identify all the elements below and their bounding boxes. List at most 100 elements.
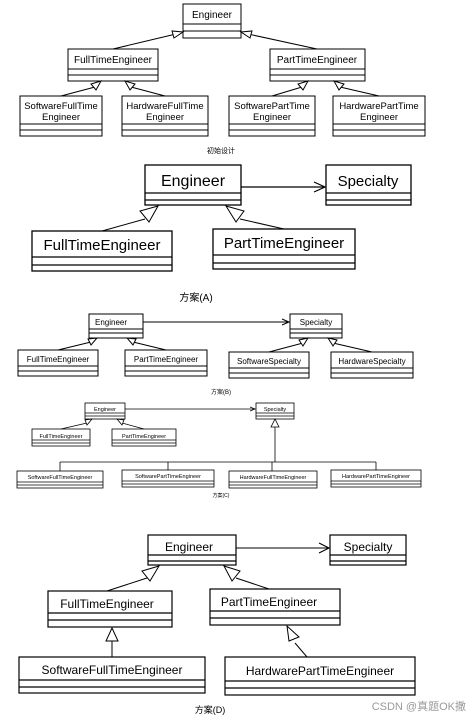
- diagram-caption: 初始设计: [207, 146, 235, 155]
- class-engineer: Engineer: [84, 402, 126, 420]
- class-name: HardwarePartTimeEngineer: [246, 664, 394, 678]
- class-specialty: Specialty: [329, 534, 407, 566]
- class-engineer: Engineer: [88, 313, 144, 339]
- diagram-caption: 方案(D): [195, 704, 226, 715]
- class-name: HardwareFullTimeEngineer: [240, 475, 307, 481]
- class-name-line1: HardwarePartTime: [339, 101, 418, 112]
- class-parttime-engineer: PartTimeEngineer: [269, 48, 366, 82]
- class-name: Engineer: [165, 540, 213, 554]
- class-hardware-specialty: HardwareSpecialty: [330, 351, 414, 379]
- association-arrowhead: [318, 542, 331, 554]
- class-specialty: Specialty: [255, 402, 295, 420]
- class-software-fulltime-engineer: SoftwareFullTimeEngineer: [18, 656, 206, 694]
- diagram-caption: 方案(A): [179, 291, 212, 304]
- class-name: Specialty: [300, 318, 332, 327]
- class-name: Engineer: [95, 318, 127, 327]
- class-name: SoftwarePartTimeEngineer: [135, 474, 201, 480]
- class-software-fulltime-engineer: SoftwareFullTime Engineer: [19, 95, 103, 137]
- generalization-arrowhead: [125, 337, 137, 346]
- class-name-line1: SoftwarePartTime: [234, 101, 310, 112]
- class-software-parttime-engineer: SoftwarePartTimeEngineer: [121, 469, 215, 488]
- generalization-arrowhead: [87, 337, 99, 346]
- generalization-arrowhead: [141, 565, 161, 582]
- class-specialty: Specialty: [325, 164, 412, 206]
- generalization-arrowhead: [224, 205, 245, 223]
- class-name-line1: SoftwareFullTime: [24, 101, 98, 112]
- class-fulltime-engineer: FullTimeEngineer: [31, 230, 173, 272]
- class-name: FullTimeEngineer: [44, 237, 161, 254]
- class-fulltime-engineer: FullTimeEngineer: [67, 48, 159, 82]
- association-arrowhead: [313, 181, 327, 193]
- class-software-fulltime-engineer: SoftwareFullTimeEngineer: [16, 470, 104, 489]
- class-name: SoftwareSpecialty: [237, 357, 301, 366]
- class-specialty: Specialty: [289, 313, 343, 339]
- generalization-arrowhead: [171, 30, 185, 39]
- generalization-arrowhead: [222, 565, 241, 582]
- class-engineer: Engineer: [144, 164, 242, 206]
- generalization-arrowhead: [239, 30, 253, 39]
- class-name: Engineer: [192, 10, 233, 21]
- class-name: Engineer: [161, 173, 226, 190]
- class-name-line2: Engineer: [42, 112, 80, 123]
- class-name: HardwarePartTimeEngineer: [342, 474, 410, 480]
- class-name-line2: Engineer: [360, 112, 398, 123]
- generalization-arrowhead: [90, 80, 103, 91]
- class-hardware-fulltime-engineer: HardwareFullTime Engineer: [121, 95, 209, 137]
- generalization-arrowhead: [286, 624, 300, 642]
- class-name: FullTimeEngineer: [27, 355, 90, 364]
- generalization-arrowhead: [139, 205, 160, 223]
- class-name-line1: HardwareFullTime: [126, 101, 203, 112]
- class-hardware-parttime-engineer: HardwarePartTimeEngineer: [330, 469, 422, 488]
- generalization-arrowhead: [298, 337, 310, 347]
- generalization-arrowhead: [116, 418, 125, 426]
- class-parttime-engineer: PartTimeEngineer: [212, 228, 356, 270]
- class-name: FullTimeEngineer: [60, 597, 154, 611]
- generalization-arrowhead: [84, 418, 93, 426]
- class-software-parttime-engineer: SoftwarePartTime Engineer: [228, 95, 316, 137]
- class-hardware-parttime-engineer: HardwarePartTimeEngineer: [224, 656, 416, 696]
- class-hardware-parttime-engineer: HardwarePartTime Engineer: [332, 95, 426, 137]
- diagram-initial-design: Engineer FullTimeEngineer PartTimeEngine…: [19, 3, 426, 155]
- class-software-specialty: SoftwareSpecialty: [228, 351, 310, 379]
- generalization-arrowhead: [332, 80, 345, 91]
- class-name: PartTimeEngineer: [221, 595, 317, 609]
- class-parttime-engineer: PartTimeEngineer: [111, 428, 177, 447]
- class-name: FullTimeEngineer: [74, 55, 153, 66]
- class-name: PartTimeEngineer: [122, 434, 166, 440]
- diagram-caption: 方案(B): [211, 388, 231, 396]
- class-name-line2: Engineer: [146, 112, 184, 123]
- class-name: Specialty: [338, 173, 399, 190]
- class-name: Specialty: [264, 407, 287, 413]
- generalization-arrowhead: [326, 337, 338, 347]
- association-arrowhead: [281, 318, 291, 326]
- generalization-arrowhead: [123, 80, 136, 91]
- class-name: PartTimeEngineer: [277, 55, 358, 66]
- generalization-arrowhead: [270, 418, 280, 428]
- class-name: Engineer: [94, 407, 116, 413]
- class-name: HardwareSpecialty: [338, 357, 405, 366]
- diagram-caption: 方案(C): [213, 492, 230, 499]
- generalization-arrowhead: [105, 626, 119, 642]
- class-parttime-engineer: PartTimeEngineer: [209, 588, 341, 626]
- class-name: FullTimeEngineer: [40, 434, 83, 440]
- class-engineer: Engineer: [182, 3, 242, 39]
- class-name: Specialty: [344, 540, 393, 554]
- association-arrowhead: [249, 406, 257, 412]
- class-name: SoftwareFullTimeEngineer: [28, 475, 93, 481]
- generalization-arrowhead: [297, 80, 310, 91]
- diagram-plan-d: Engineer Specialty FullTimeEngineer Part…: [18, 534, 416, 715]
- class-fulltime-engineer: FullTimeEngineer: [47, 590, 173, 628]
- class-hardware-fulltime-engineer: HardwareFullTimeEngineer: [228, 470, 318, 489]
- class-name: PartTimeEngineer: [134, 355, 199, 364]
- class-fulltime-engineer: FullTimeEngineer: [17, 349, 99, 377]
- class-fulltime-engineer: FullTimeEngineer: [31, 428, 91, 447]
- class-name: SoftwareFullTimeEngineer: [42, 663, 183, 677]
- watermark-text: CSDN @真题OK撒: [372, 699, 466, 713]
- class-engineer: Engineer: [147, 534, 237, 566]
- diagram-plan-a: Engineer Specialty FullTimeEngineer Part…: [31, 164, 412, 304]
- class-parttime-engineer: PartTimeEngineer: [124, 349, 208, 377]
- class-name: PartTimeEngineer: [224, 235, 344, 252]
- class-name-line2: Engineer: [253, 112, 291, 123]
- diagram-plan-c: Engineer Specialty FullTimeEngineer Part…: [16, 402, 422, 499]
